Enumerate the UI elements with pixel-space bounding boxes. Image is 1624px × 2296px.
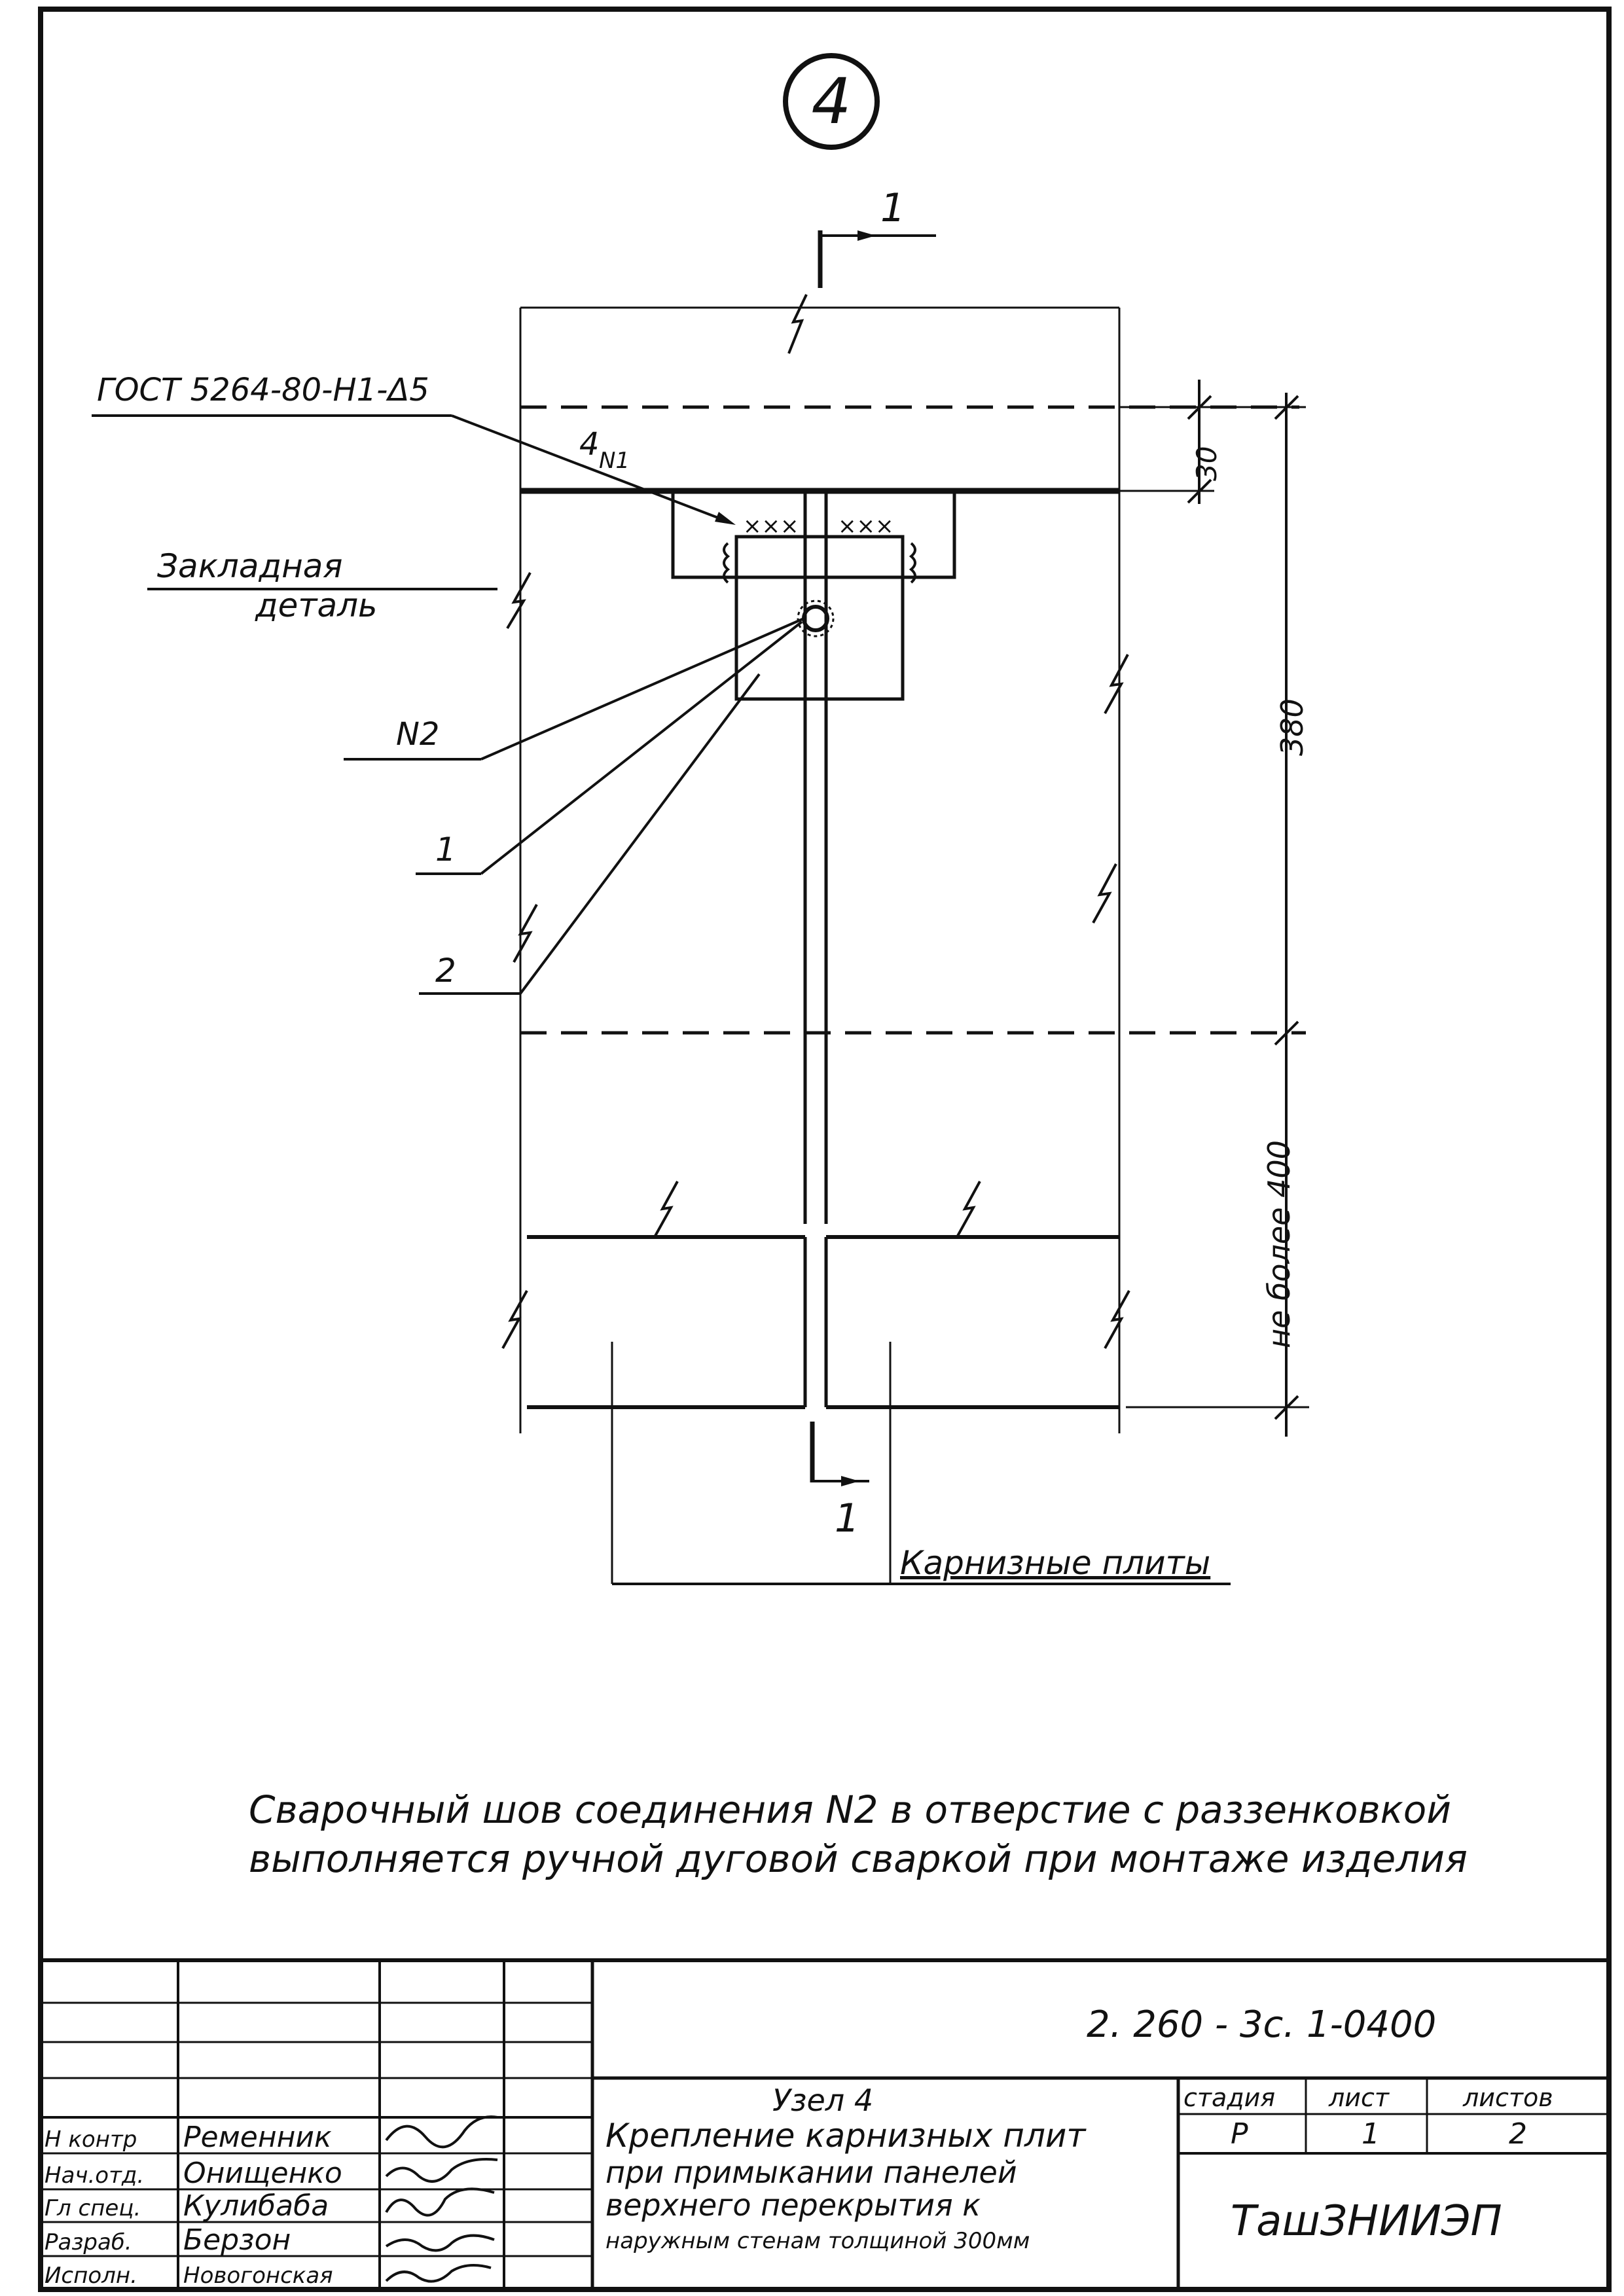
name-4: Берзон <box>183 2223 291 2257</box>
title-line-4: верхнего перекрытия к <box>605 2187 981 2223</box>
title-line-2: Крепление карнизных плит <box>605 2117 1087 2155</box>
sheets-value: 2 <box>1509 2117 1527 2151</box>
name-3: Кулибаба <box>183 2189 329 2223</box>
embedded-part: ××× ××× <box>671 492 956 701</box>
name-1: Ременник <box>183 2121 332 2154</box>
sheet-frame <box>38 7 1612 2292</box>
role-3: Гл спец. <box>45 2195 141 2221</box>
callout-pos2: 2 <box>419 673 761 995</box>
name-5: Новогонская <box>183 2263 333 2289</box>
svg-text:×××: ××× <box>838 513 893 539</box>
title-line-3: при примыкании панелей <box>605 2155 1017 2190</box>
section-marker-bottom: 1 <box>810 1422 869 1541</box>
sheet-value: 1 <box>1362 2117 1380 2151</box>
svg-text:×××: ××× <box>743 513 799 539</box>
title-line-5: наружным стенам толщиной 300мм <box>605 2228 1030 2254</box>
title-block: 2. 260 - 3с. 1-0400 Узел 4 Крепление кар… <box>41 1958 1609 2289</box>
callout-cornice-slabs: Карнизные плиты <box>612 1544 1231 1585</box>
role-1: Н контр <box>45 2126 137 2153</box>
callout-gost-weld: ГОСТ 5264-80-Н1-Δ5 4 N1 <box>92 372 736 525</box>
stage-header: стадия <box>1183 2083 1275 2112</box>
organization: ТашЗНИИЭП <box>1231 2197 1502 2246</box>
sheets-header: листов <box>1462 2083 1553 2112</box>
embedded-part-label-1: Закладная <box>157 547 342 585</box>
weld-symbol: 4 <box>579 426 600 463</box>
node-number: 4 <box>811 65 851 138</box>
gost-weld-label: ГОСТ 5264-80-Н1-Δ5 <box>97 372 429 408</box>
doc-code: 2. 260 - 3с. 1-0400 <box>1087 2003 1436 2046</box>
section-label-bottom: 1 <box>835 1496 859 1541</box>
role-5: Исполн. <box>45 2263 137 2289</box>
callout-embedded-part: Закладная деталь <box>147 547 497 624</box>
wall-panel <box>506 294 1306 1433</box>
callout-weld-n2: N2 <box>344 617 804 761</box>
cornice-slabs-label: Карнизные плиты <box>900 1544 1210 1582</box>
dim-max400: не более 400 <box>1261 1140 1297 1348</box>
role-2: Нач.отд. <box>45 2162 144 2189</box>
name-2: Онищенко <box>183 2157 342 2190</box>
pos1-label: 1 <box>435 831 456 869</box>
section-label-top: 1 <box>880 185 905 231</box>
cornice-slabs-drawing <box>501 1181 1130 1584</box>
callout-pos1: 1 <box>416 620 803 875</box>
weld-n2-label: N2 <box>396 716 439 753</box>
section-marker-top: 1 <box>818 185 936 288</box>
signatures <box>385 2115 498 2283</box>
sheet-header: лист <box>1328 2083 1390 2112</box>
note-line-1: Сварочный шов соединения N2 в отверстие … <box>249 1787 1451 1832</box>
joint-strip <box>803 491 828 1224</box>
dim-30: 30 <box>1191 446 1223 481</box>
dimension-lines: 30 380 не более 400 <box>1119 380 1310 1437</box>
dim-380: 380 <box>1274 698 1310 756</box>
stage-value: Р <box>1231 2117 1248 2151</box>
pos2-label: 2 <box>435 952 456 990</box>
title-line-1: Узел 4 <box>772 2083 873 2118</box>
embedded-part-label-2: деталь <box>255 586 378 624</box>
weld-symbol-sub: N1 <box>599 448 630 474</box>
node-number-circle <box>783 53 880 150</box>
role-4: Разраб. <box>45 2229 132 2255</box>
note-line-2: выполняется ручной дуговой сваркой при м… <box>249 1837 1468 1881</box>
